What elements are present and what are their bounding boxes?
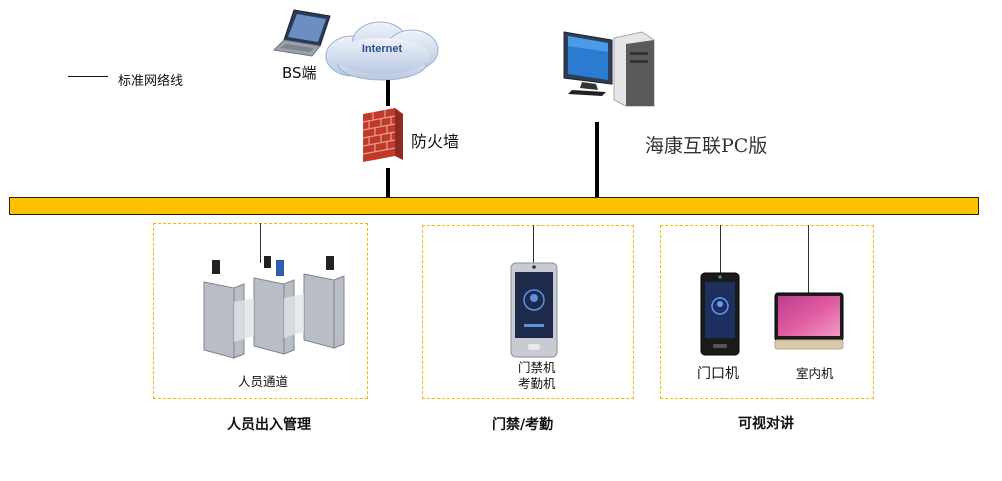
indoor-station-label: 室内机	[796, 366, 834, 381]
door-station-label: 门口机	[697, 366, 739, 382]
group-box-video-intercom	[660, 225, 874, 399]
access-terminal-label-line2: 考勤机	[518, 376, 556, 391]
bs-client-label: BS端	[282, 64, 317, 82]
face-terminal-icon	[510, 262, 558, 358]
link-turnstile	[260, 223, 261, 263]
access-terminal-label-line1: 门禁机	[518, 360, 556, 375]
group-title-video-intercom: 可视对讲	[738, 416, 794, 432]
turnstile-icon	[203, 256, 345, 359]
internet-cloud-icon: Internet	[325, 21, 439, 81]
firewall-label: 防火墙	[411, 132, 460, 151]
link-door-station	[720, 225, 721, 273]
group-box-access-attendance	[422, 225, 634, 399]
link-pc-bus	[595, 122, 599, 197]
desktop-computer-icon	[563, 31, 655, 107]
laptop-icon	[272, 9, 331, 57]
pc-client-label: 海康互联PC版	[645, 135, 768, 157]
group-title-personnel-access: 人员出入管理	[227, 417, 311, 433]
turnstile-label: 人员通道	[238, 374, 289, 389]
link-firewall-bus	[386, 168, 390, 197]
network-bus	[9, 197, 979, 215]
group-title-access-attendance: 门禁/考勤	[492, 417, 554, 433]
firewall-icon	[362, 108, 403, 162]
internet-cloud-text: Internet	[362, 43, 403, 55]
legend-label: 标准网络线	[118, 74, 184, 89]
link-indoor-station	[808, 225, 809, 293]
door-station-icon	[700, 272, 740, 356]
indoor-station-icon	[774, 292, 844, 350]
legend-line-sample	[68, 76, 108, 77]
link-access-terminal	[533, 225, 534, 263]
link-internet-firewall	[386, 80, 390, 106]
